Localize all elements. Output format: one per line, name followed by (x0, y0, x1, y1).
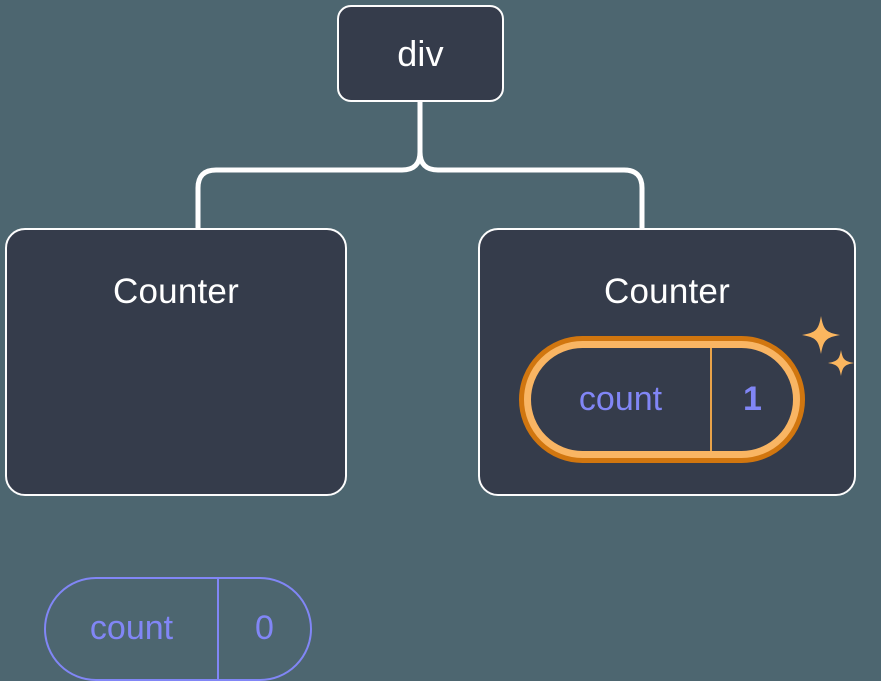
state-value-label: 1 (743, 379, 762, 418)
highlight-ring-inner (524, 341, 800, 458)
state-pill-count-right-highlighted[interactable]: count 1 (519, 336, 805, 463)
state-key-label: count (46, 579, 219, 679)
highlight-ring-outer (519, 336, 805, 463)
diagram-canvas: div Counter count 0 Counter count 1 (5, 5, 856, 681)
node-counter-left-title: Counter (113, 272, 239, 311)
state-value-label: 0 (255, 609, 274, 647)
state-key-label: count (531, 348, 712, 451)
node-counter-right-title: Counter (604, 272, 730, 311)
node-div[interactable]: div (337, 5, 504, 102)
node-counter-left[interactable]: Counter count 0 (5, 228, 347, 681)
state-pill-content: count 1 (531, 348, 793, 451)
state-pill-count-left[interactable]: count 0 (44, 577, 312, 681)
node-div-label: div (397, 32, 444, 74)
